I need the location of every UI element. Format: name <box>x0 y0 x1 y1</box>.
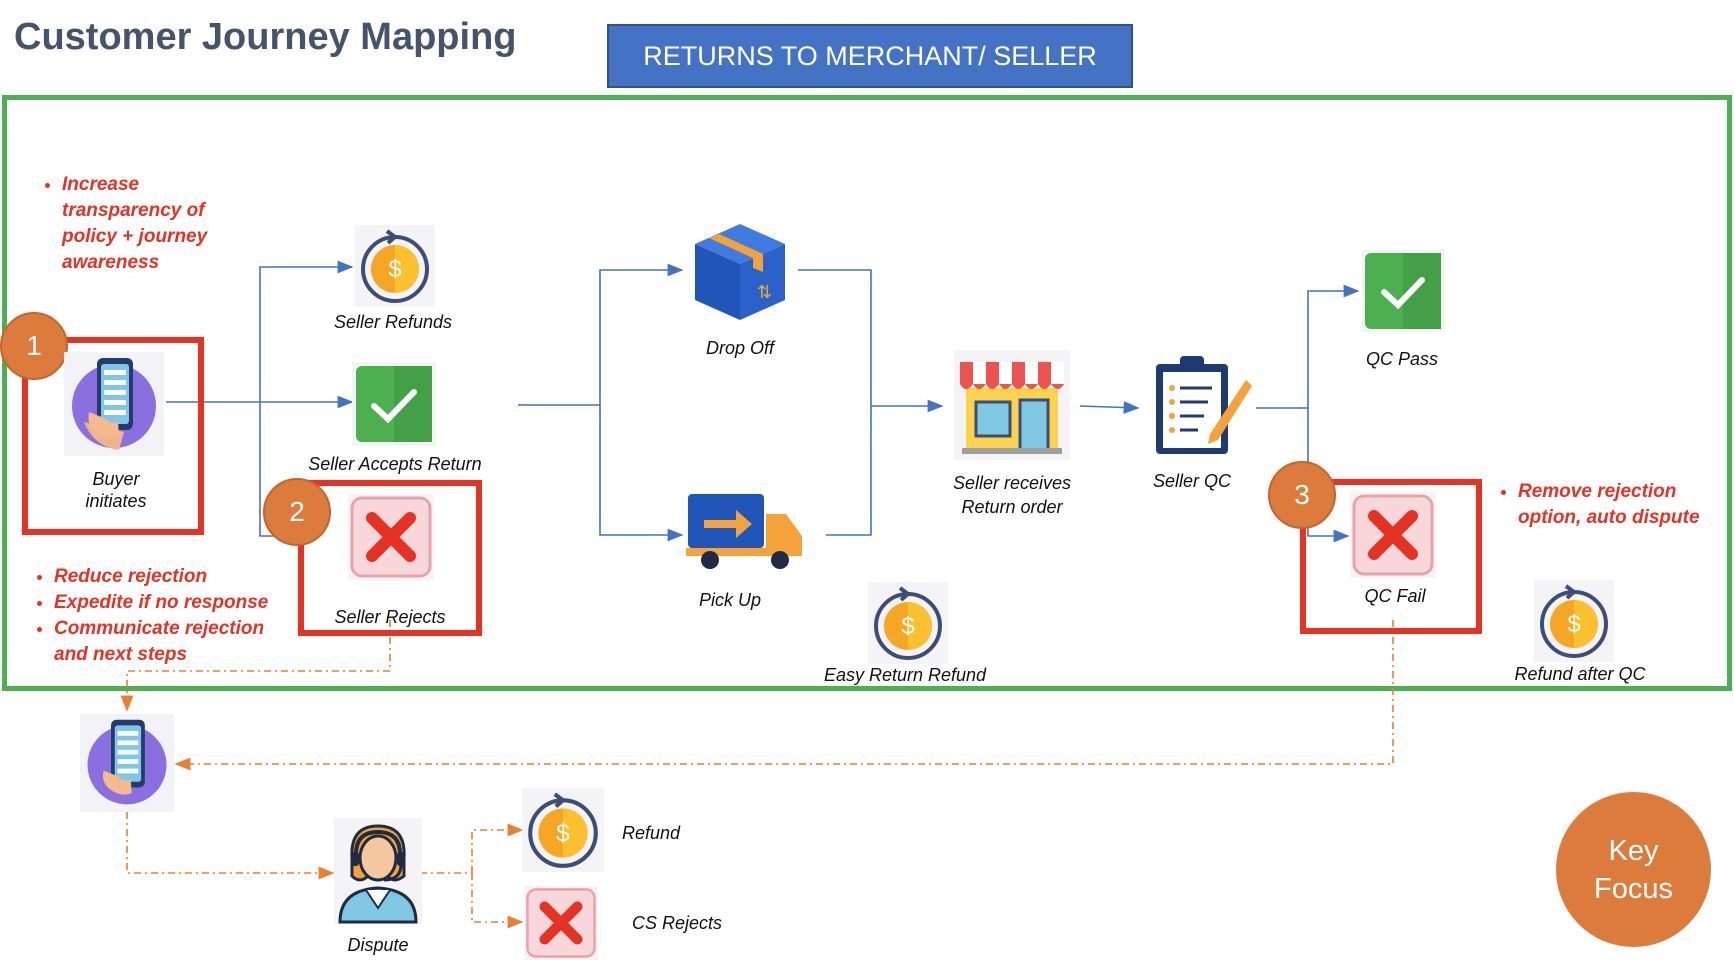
qc-pass-check-icon <box>1362 250 1444 332</box>
key-focus-legend: Key Focus <box>1556 792 1711 947</box>
note-reduce-rejection: Reduce rejection <box>54 564 292 590</box>
svg-text:$: $ <box>388 256 401 283</box>
label-seller-refunds: Seller Refunds <box>333 312 453 332</box>
delivery-truck-icon <box>686 494 802 569</box>
step-badge-2: 2 <box>263 478 331 546</box>
svg-text:$: $ <box>1567 611 1580 638</box>
dispute-flow-to-cs-rejects <box>471 873 524 929</box>
qc-refund-coin-icon: $ <box>1534 580 1614 662</box>
note-expedite: Expedite if no response <box>54 590 292 616</box>
cs-reject-x-icon <box>524 886 598 960</box>
dispute-phone-icon <box>80 714 174 812</box>
banner-label: RETURNS TO MERCHANT/ SELLER <box>643 40 1097 71</box>
label-seller-receives: Seller receives Return order <box>932 471 1092 519</box>
label-buyer-line2: initiates <box>85 491 147 511</box>
dispute-flow-to-refund <box>471 823 524 873</box>
main-flow-frame <box>2 95 1732 691</box>
note-transparency-text: Increase transparency of policy + journe… <box>62 172 240 276</box>
note-communicate: Communicate rejection and next steps <box>54 616 292 668</box>
label-buyer-initiates: Buyer initiates <box>56 468 176 512</box>
flow-to-drop-off <box>599 263 684 405</box>
label-easy-return-refund: Easy Return Refund <box>823 665 987 685</box>
note-transparency: Increase transparency of policy + journe… <box>40 172 240 276</box>
qc-fail-x-icon <box>1350 492 1436 578</box>
clipboard-icon <box>1156 356 1252 454</box>
note1-line1: Increase <box>62 174 140 195</box>
key-focus-line2: Focus <box>1594 872 1673 905</box>
accept-check-icon <box>352 362 436 446</box>
flow-to-qc-pass <box>1307 284 1360 408</box>
label-seller-receives-line2: Return order <box>961 497 1063 517</box>
note-auto-dispute-text: Remove rejection option, auto dispute <box>1518 479 1726 531</box>
focus-box-1 <box>22 337 204 535</box>
section-banner: RETURNS TO MERCHANT/ SELLER <box>607 24 1133 88</box>
dispute-flow-seller-rejects <box>120 620 391 712</box>
svg-text:$: $ <box>901 613 914 640</box>
label-seller-qc: Seller QC <box>1152 471 1232 491</box>
svg-text:⇅: ⇅ <box>757 282 772 302</box>
focus-box-2 <box>298 480 482 636</box>
label-refund-after-qc: Refund after QC <box>1514 664 1646 684</box>
label-qc-fail: QC Fail <box>1364 586 1426 606</box>
flow-to-seller-qc <box>1079 401 1140 414</box>
label-dispute: Dispute <box>347 935 409 955</box>
note3-line1: Remove rejection <box>1518 481 1677 502</box>
dispute-flow-to-cs <box>126 812 335 880</box>
label-seller-receives-line1: Seller receives <box>952 473 1072 493</box>
label-refund: Refund <box>622 823 681 843</box>
flow-drop-off-out <box>798 269 872 536</box>
flow-to-qc-fail <box>1307 408 1350 543</box>
note2-line3: Communicate rejection <box>54 618 265 639</box>
flow-to-pick-up <box>599 405 684 542</box>
flow-to-seller-refunds <box>259 260 354 402</box>
note1-line3: policy + journey <box>62 226 208 247</box>
label-qc-pass: QC Pass <box>1365 349 1439 369</box>
refund-coin-icon: $ <box>355 225 435 307</box>
page-title: Customer Journey Mapping <box>14 16 517 58</box>
label-drop-off: Drop Off <box>705 338 775 358</box>
parcel-box-icon: ⇅ <box>695 224 785 320</box>
note3-line2: option, auto dispute <box>1518 507 1700 528</box>
svg-text:$: $ <box>556 820 570 847</box>
customer-service-agent-icon <box>334 818 422 924</box>
note-rejection: Reduce rejection Expedite if no response… <box>32 564 292 668</box>
step-badge-3: 3 <box>1268 461 1336 529</box>
label-seller-accepts: Seller Accepts Return <box>308 454 482 474</box>
label-seller-rejects: Seller Rejects <box>334 607 446 627</box>
label-cs-rejects: CS Rejects <box>632 913 723 933</box>
note1-line2: transparency of <box>62 200 205 221</box>
store-icon <box>954 350 1070 460</box>
reject-x-icon <box>348 494 434 580</box>
focus-box-3 <box>1300 479 1482 634</box>
easy-refund-coin-icon: $ <box>868 582 948 664</box>
note2-line4: and next steps <box>54 644 188 665</box>
label-pick-up: Pick Up <box>698 590 761 610</box>
note-auto-dispute: Remove rejection option, auto dispute <box>1496 479 1726 531</box>
note1-line4: awareness <box>62 252 160 273</box>
buyer-phone-icon <box>64 352 164 456</box>
step-badge-1: 1 <box>0 312 68 380</box>
dispute-flow-qc-fail <box>174 620 1394 771</box>
dispute-refund-coin-icon: $ <box>522 788 604 872</box>
key-focus-line1: Key <box>1608 834 1659 867</box>
label-buyer-line1: Buyer <box>92 469 140 489</box>
